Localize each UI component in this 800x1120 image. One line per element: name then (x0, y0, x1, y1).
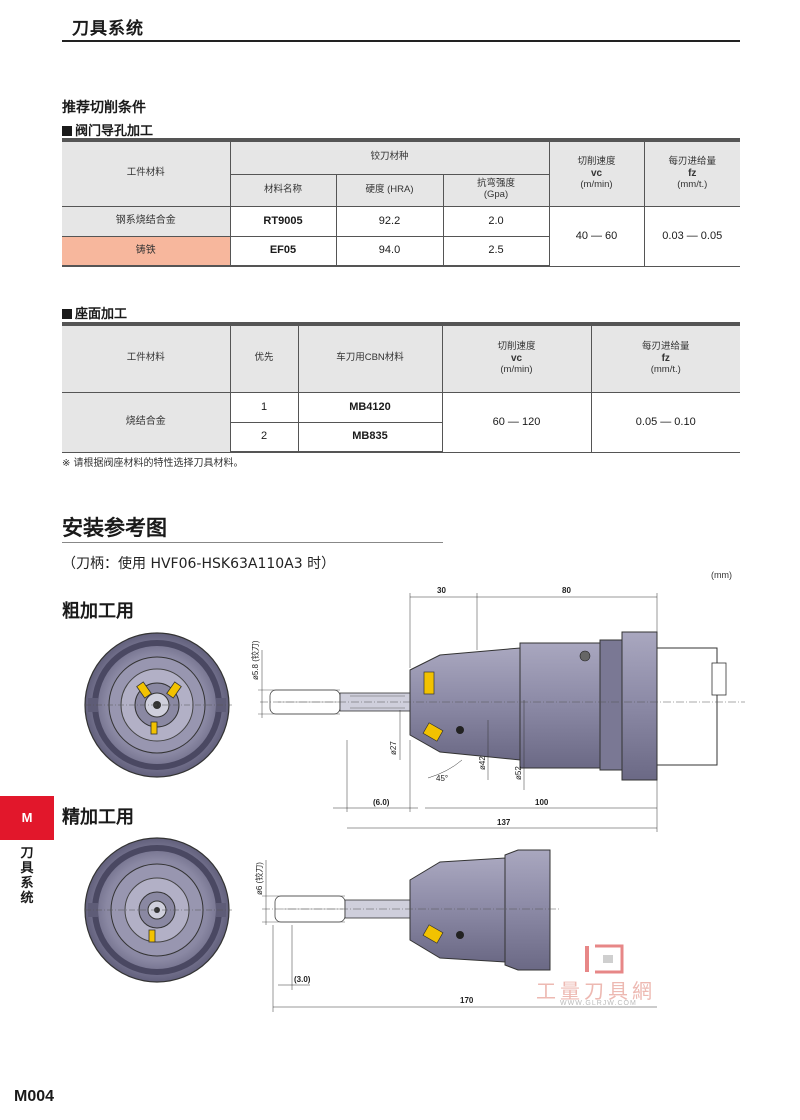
header-workpiece: 工件材料 (62, 138, 231, 207)
page-number: M004 (14, 1088, 55, 1105)
install-subtitle: （刀柄：使用 HVF06-HSK63A110A3 时） (62, 556, 336, 572)
install-divider (62, 542, 443, 543)
finish-front-view (84, 837, 232, 983)
table-cell-strength: 2.5 (442, 235, 549, 267)
table-row-workpiece-highlight: 铸铁 (62, 235, 231, 267)
table-cell-hardness: 94.0 (335, 235, 444, 267)
rough-title: 粗加工用 (62, 601, 134, 622)
table-cell-material: MB4120 (297, 391, 443, 423)
dim-45-deg: 45° (436, 774, 448, 783)
dim-137: 137 (497, 818, 511, 827)
dim-42: ø42 (478, 756, 487, 770)
watermark-text: 工量刀具網 (536, 979, 656, 1003)
dim-52: ø52 (514, 766, 523, 780)
header-feed: 每刃进给量 fz (mm/t.) (643, 138, 740, 207)
table-cell-name: EF05 (229, 235, 337, 267)
dim-27: ø27 (389, 741, 398, 755)
table-cell-speed: 40 — 60 (548, 205, 645, 267)
dim-6-reamer: ø6 (铰刀) (254, 862, 264, 895)
table-note: ※ 请根据阀座材料的特性选择刀具材料。 (62, 458, 244, 469)
header-feed: 每刃进给量 fz (mm/t.) (590, 322, 740, 393)
rough-side-view: 30 80 ø5.8 (铰刀) ø27 ø42 ø52 45° (6.0) 10… (250, 586, 745, 832)
header-strength: 抗弯强度 (Gpa) (442, 173, 549, 207)
header-cutting-speed: 切削速度 vc (m/min) (548, 138, 645, 207)
dim-100: 100 (535, 798, 549, 807)
valve-guide-table: 工件材料 铰刀材种 切削速度 vc (m/min) 每刃进给量 fz (mm/t… (62, 138, 740, 267)
header-workpiece: 工件材料 (62, 322, 231, 393)
table-row-workpiece: 钢系烧结合金 (62, 205, 231, 237)
page-header-title: 刀具系统 (72, 19, 144, 39)
dim-30: 30 (437, 586, 446, 595)
table-cell-feed: 0.03 — 0.05 (643, 205, 740, 267)
table-cell-material: MB835 (297, 421, 442, 453)
table-cell-feed: 0.05 — 0.10 (590, 391, 740, 453)
watermark-url: WWW.GLRJW.COM (560, 1000, 637, 1007)
table-cell-name: RT9005 (229, 205, 337, 237)
rough-front-view (84, 632, 232, 778)
watermark-logo (585, 944, 624, 974)
dim-5-8: ø5.8 (铰刀) (250, 640, 260, 680)
table-cell-speed: 60 — 120 (441, 391, 592, 453)
dim-6: (6.0) (373, 798, 390, 807)
table2-title: 座面加工 (62, 303, 127, 322)
table-cell-strength: 2.0 (442, 205, 550, 237)
table-cell-hardness: 92.2 (335, 205, 444, 237)
section-tab[interactable]: M (0, 796, 54, 840)
section-tab-label: 刀具系统 (20, 846, 34, 906)
header-cbn-material: 车刀用CBN材料 (297, 322, 443, 393)
dim-80: 80 (562, 586, 571, 595)
section-title: 推荐切削条件 (62, 100, 146, 116)
seat-machining-table: 工件材料 优先 车刀用CBN材料 切削速度 vc (m/min) 每刃进给量 f… (62, 322, 740, 453)
table-row-workpiece: 烧结合金 (62, 391, 231, 453)
finish-title: 精加工用 (62, 807, 134, 828)
unit-label: (mm) (711, 570, 732, 580)
install-title: 安装参考图 (62, 516, 167, 540)
header-hardness: 硬度 (HRA) (335, 173, 444, 207)
dim-170: 170 (460, 996, 474, 1005)
header-cutting-speed: 切削速度 vc (m/min) (441, 322, 592, 393)
header-divider (62, 40, 740, 42)
dim-3: (3.0) (294, 975, 311, 984)
table1-title: 阀门导孔加工 (62, 120, 153, 139)
finish-side-view: ø6 (铰刀) (3.0) 170 (254, 849, 657, 1012)
header-material-name: 材料名称 (230, 173, 337, 207)
